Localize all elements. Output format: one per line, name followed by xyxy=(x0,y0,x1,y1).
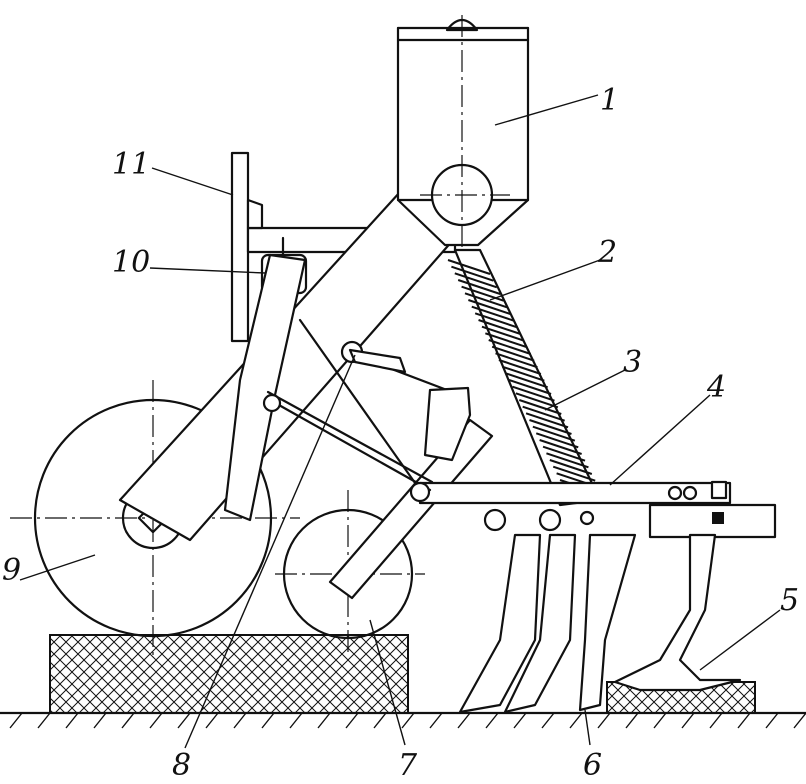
label-7: 7 xyxy=(398,748,418,783)
label-8: 8 xyxy=(172,748,191,783)
linkage xyxy=(262,318,472,503)
ground xyxy=(0,711,806,729)
label-2: 2 xyxy=(597,235,617,270)
vertical-panel xyxy=(230,151,250,343)
label-3: 3 xyxy=(623,345,642,380)
label-11: 11 xyxy=(112,147,150,182)
leader-lines xyxy=(19,94,781,749)
label-5: 5 xyxy=(780,583,799,618)
label-1: 1 xyxy=(600,83,619,118)
frame-bracket xyxy=(246,198,264,230)
furrow-openers xyxy=(458,533,742,714)
label-6: 6 xyxy=(583,748,602,783)
seed-tube-spring xyxy=(447,248,603,507)
tool-bar xyxy=(418,480,777,539)
depth-wheel xyxy=(275,418,494,655)
seed-hopper xyxy=(396,15,530,250)
label-9: 9 xyxy=(2,553,21,588)
label-4: 4 xyxy=(706,370,726,405)
label-10: 10 xyxy=(112,245,150,280)
